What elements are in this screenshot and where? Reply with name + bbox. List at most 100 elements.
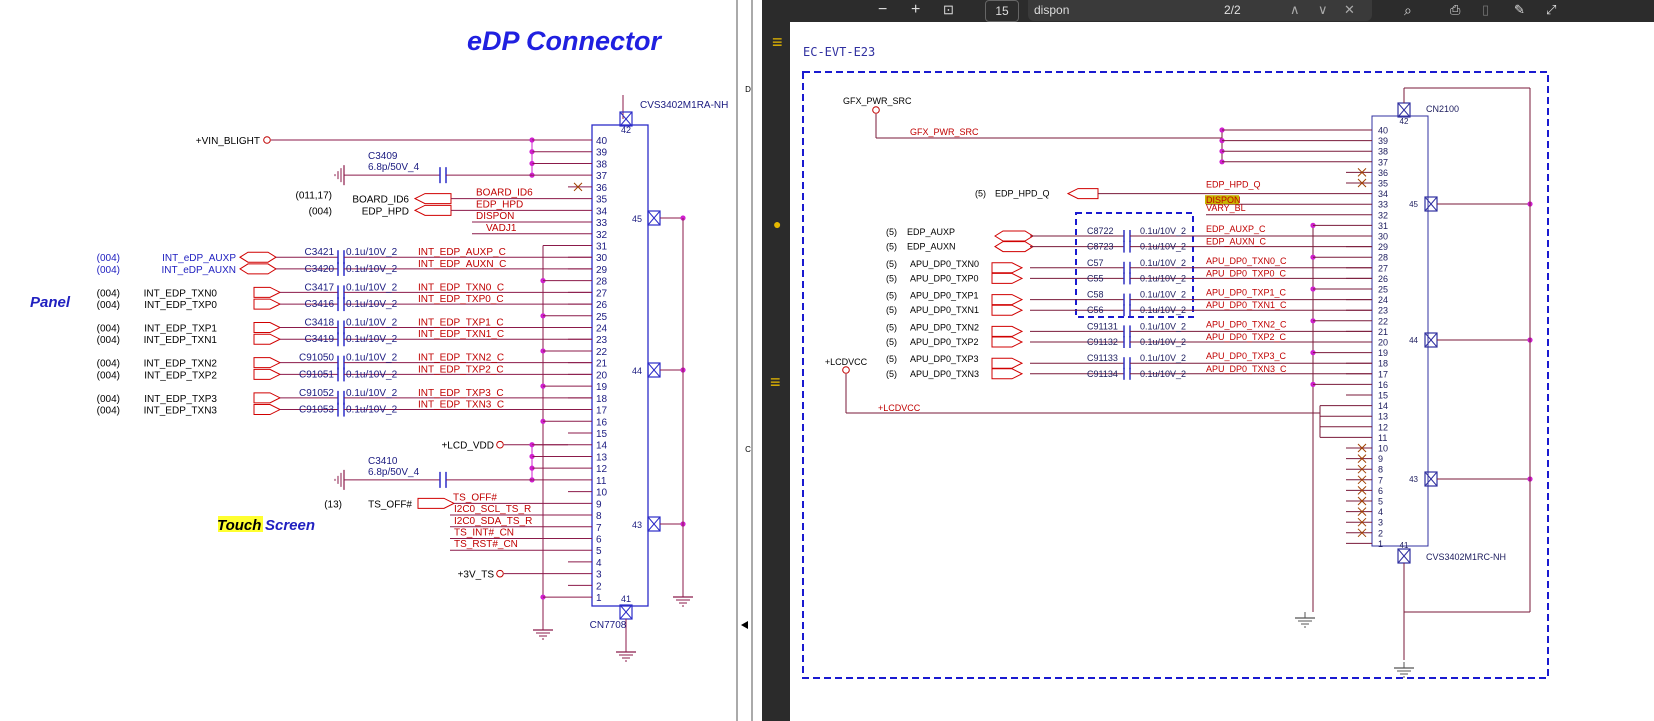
power-net-label: +VIN_BLIGHT [196,136,260,147]
pin-number: 20 [596,370,608,381]
pin-number: 40 [1378,126,1388,136]
fit-page-icon[interactable]: ⊡ [943,2,954,17]
offpage-port-icon [991,357,1024,369]
page-ref: (5) [886,242,897,252]
pin-number: 10 [1378,444,1388,454]
capacitor-ref: C55 [1087,273,1104,283]
power-port-icon [263,136,271,144]
capacitor-ref: C3420 [305,264,335,275]
offpage-port-icon [991,304,1024,316]
offpage-port-icon [239,251,277,263]
mount-pin-icon [647,516,661,532]
page-ref: (004) [309,206,332,217]
page-ref: (004) [97,359,120,370]
page-ref: (5) [886,291,897,301]
reference-designator: CN7708 [590,620,627,631]
drag-handle-icon[interactable]: ● [773,216,782,232]
net-label: INT_EDP_TXN0_C [418,282,504,293]
pin-number: 22 [1378,316,1388,326]
mount-pin-label: 43 [632,520,642,530]
capacitor-value: 0.1u/10V_2 [1140,242,1186,252]
net-label: APU_DP0_TXN0_C [1206,256,1287,266]
capacitor-value: 0.1u/10V_2 [346,264,398,275]
port-name: INT_EDP_TXP2 [144,370,217,381]
mount-pin-icon [1424,332,1438,348]
capacitor-ref: C3419 [305,334,335,345]
close-icon[interactable]: ✕ [1344,2,1355,17]
net-label: EDP_HPD [476,199,523,210]
offpage-port-icon [991,262,1024,274]
port-name: EDP_AUXN [907,242,956,252]
capacitor-ref: C3416 [305,299,335,310]
pin-number: 15 [1378,391,1388,401]
capacitor-ref: C56 [1087,305,1104,315]
page-ref: (004) [97,335,120,346]
mount-pin-icon [647,362,661,378]
search-highlight [1205,195,1239,205]
capacitor-ref: C8723 [1087,242,1114,252]
pin-number: 35 [596,195,608,206]
no-connect-icon [1357,517,1367,527]
capacitor-value: 0.1u/10V_2 [1140,226,1186,236]
zoom-in-button[interactable]: + [911,1,921,18]
pin-number: 29 [596,265,608,276]
port-name: APU_DP0_TXP0 [910,273,979,283]
pin-number: 28 [1378,253,1388,263]
bookmark-toggle-icon[interactable]: ≡ [772,32,783,52]
net-label: DISPON [476,211,514,222]
port-name: INT_EDP_TXN2 [144,359,218,370]
panel-toggle-icon[interactable]: ≡ [770,372,781,392]
next-match-icon[interactable]: ∨ [1318,2,1328,17]
save-icon[interactable]: ▯ [1482,2,1490,17]
port-name: APU_DP0_TXN3 [910,369,979,379]
expand-icon[interactable]: ⤢ [1546,2,1557,17]
capacitor-value: 0.1u/10V_2 [346,318,398,329]
capacitor-ref: C91050 [299,353,334,364]
pin-number: 5 [596,546,602,557]
section-label: Panel [30,294,71,311]
pin-number: 6 [1378,486,1383,496]
net-label: TS_RST#_CN [454,539,518,550]
port-name: APU_DP0_TXN1 [910,305,979,315]
net-label: APU_DP0_TXP1_C [1206,288,1287,298]
no-connect-icon [1357,528,1367,538]
pin-number: 22 [596,347,608,358]
net-label: INT_EDP_TXP1_C [418,318,504,329]
pin-number: 7 [1378,475,1383,485]
port-name: BOARD_ID6 [352,195,409,206]
port-name: TS_OFF# [368,499,412,510]
highlight [218,516,263,532]
pin-number: 27 [1378,263,1388,273]
pin-number: 13 [1378,412,1388,422]
arrow-icon [741,621,748,629]
pin-number: 35 [1378,179,1388,189]
page-ref: (004) [97,288,120,299]
search-icon[interactable]: ⌕ [1404,2,1412,18]
capacitor-ref: C91132 [1087,337,1118,347]
offpage-port-icon [253,322,282,334]
pin-number: 18 [596,394,608,405]
mount-pin-icon [1424,471,1438,487]
pin-number: 13 [596,452,608,463]
zoom-out-button[interactable]: − [878,1,888,18]
page-number-input[interactable]: 15 [985,0,1019,22]
page-ref: (5) [886,259,897,269]
pin-number: 17 [1378,369,1388,379]
print-icon[interactable]: ⎙ [1450,2,1461,17]
capacitor-value: 0.1u/10V_2 [1140,290,1186,300]
pin-number: 6 [596,534,602,545]
prev-match-icon[interactable]: ∧ [1290,2,1300,17]
edit-icon[interactable]: ✎ [1514,2,1525,17]
find-input[interactable]: dispon [1034,3,1070,17]
pin-number: 2 [1378,528,1383,538]
net-label: INT_EDP_TXN2_C [418,353,504,364]
pin-number: 36 [1378,168,1388,178]
offpage-port-icon [991,294,1024,306]
capacitor-ref: C58 [1087,290,1104,300]
power-net-label: +3V_TS [458,570,495,581]
page-ref: (004) [97,300,120,311]
net-label: +LCDVCC [878,403,921,413]
page-title: eDP Connector [467,26,663,56]
port-name: INT_eDP_AUXN [162,265,236,276]
no-connect-icon [1357,443,1367,453]
